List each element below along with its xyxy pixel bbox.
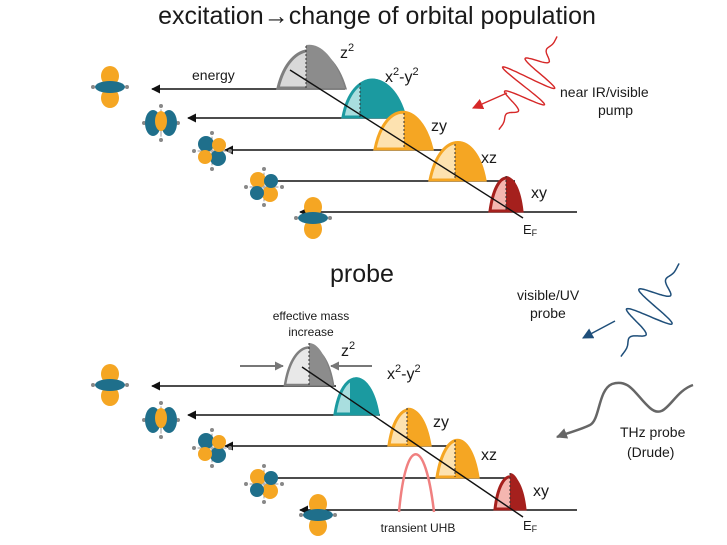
transient-uhb-band: [397, 453, 436, 513]
pump-label-2: pump: [598, 102, 633, 118]
band-z2-b: [283, 343, 335, 387]
energy-label: energy: [192, 67, 235, 83]
mass-label-1: effective mass: [273, 309, 349, 323]
label-x2y2: x2-y2: [385, 66, 419, 86]
thz-label-1: THz probe: [620, 424, 686, 440]
thz-label-2: (Drude): [627, 444, 674, 460]
label-xy: xy: [531, 185, 547, 202]
orbital-z2-icon: [91, 66, 129, 108]
probe-label-1: visible/UV: [517, 287, 580, 303]
label-xy-b: xy: [533, 483, 549, 500]
fermi-label-b: EF: [523, 518, 538, 534]
orbital-z2-icon-b: [91, 364, 129, 406]
band-x2y2-b: [333, 377, 380, 416]
band-xz-b: [435, 438, 480, 479]
band-z2: [276, 44, 348, 90]
fermi-label: EF: [523, 222, 538, 238]
orbital-xz-icon: [244, 167, 284, 207]
orbital-xy-icon: [294, 197, 332, 239]
uhb-label: transient UHB: [381, 521, 456, 535]
band-x2y2: [341, 78, 407, 119]
label-zy: zy: [431, 118, 447, 135]
label-xz: xz: [481, 150, 497, 167]
pump-label-1: near IR/visible: [560, 84, 649, 100]
orbital-xy-icon-b: [299, 494, 337, 536]
mass-label-2: increase: [288, 325, 334, 339]
band-xz: [428, 141, 487, 182]
label-z2: z2: [340, 42, 354, 62]
label-xz-b: xz: [481, 447, 497, 464]
orbital-xz-icon-b: [244, 464, 284, 504]
orbital-x2y2-icon-b: [142, 401, 180, 439]
pump-wave: [471, 36, 558, 130]
orbital-icons: [91, 66, 337, 536]
fermi-line: [289, 69, 524, 219]
label-z2-b: z2: [341, 340, 355, 360]
band-xy-b: [493, 473, 527, 511]
orbital-zy-icon: [192, 131, 232, 171]
thz-wave: [555, 381, 694, 439]
bottom-title: probe: [330, 260, 394, 288]
probe-label-2: probe: [530, 305, 566, 321]
label-zy-b: zy: [433, 414, 449, 431]
band-zy-b: [387, 407, 432, 447]
fermi-line-b: [301, 366, 524, 518]
top-title: excitation→change of orbital population: [158, 2, 596, 30]
probe-wave: [582, 263, 680, 358]
label-x2y2-b: x2-y2: [387, 363, 421, 383]
orbital-zy-icon-b: [192, 428, 232, 468]
orbital-x2y2-icon: [142, 104, 180, 142]
